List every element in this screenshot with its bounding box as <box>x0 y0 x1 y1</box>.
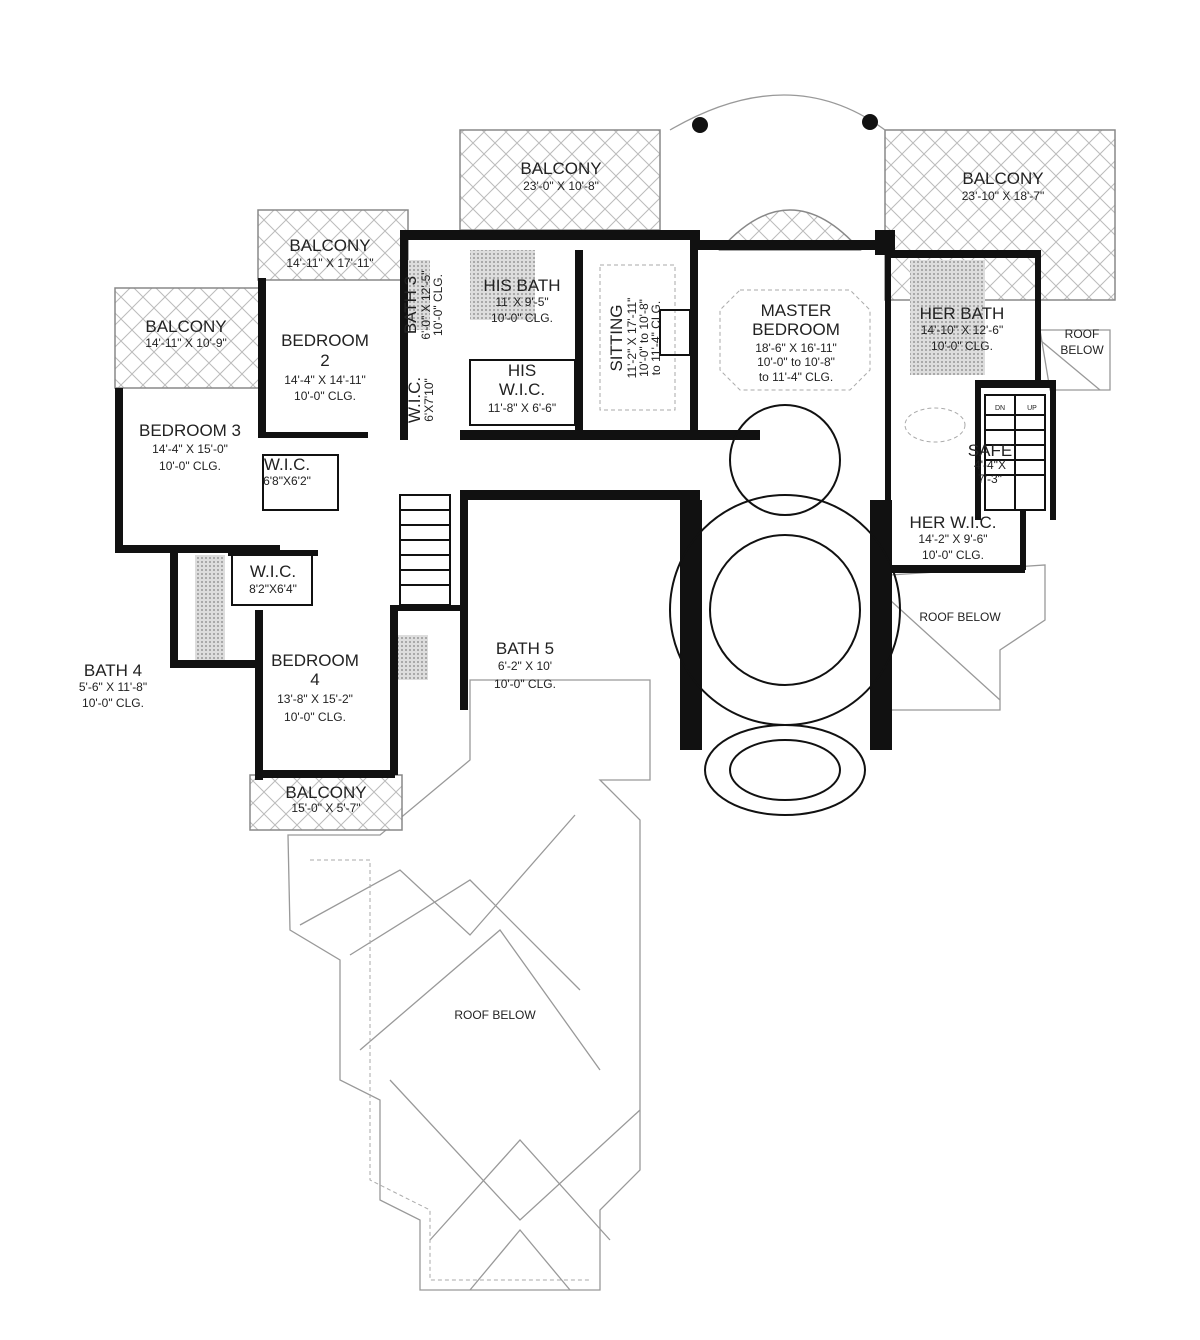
walls <box>115 230 1056 780</box>
svg-text:SITTING: SITTING <box>607 304 626 371</box>
svg-text:11'-2" X 17'-11": 11'-2" X 17'-11" <box>625 298 639 379</box>
grand-spiral-stair <box>669 404 901 816</box>
svg-text:BALCONY: BALCONY <box>962 169 1043 188</box>
label-roof-below-right: ROOF BELOW <box>919 610 1001 624</box>
svg-text:11'-8" X 6'-6": 11'-8" X 6'-6" <box>488 401 556 415</box>
svg-text:MASTER: MASTER <box>761 301 832 320</box>
svg-text:14'-2" X 9'-6": 14'-2" X 9'-6" <box>918 532 987 546</box>
svg-text:4'-4"X: 4'-4"X <box>974 458 1006 472</box>
svg-text:W.I.C.: W.I.C. <box>405 377 424 423</box>
label-her-bath: HER BATH 14'-10" X 12'-6" 10'-0" CLG. <box>920 304 1005 353</box>
svg-text:W.I.C.: W.I.C. <box>250 562 296 581</box>
svg-text:BALCONY: BALCONY <box>145 317 226 336</box>
upper-arc <box>669 94 886 131</box>
label-her-wic: HER W.I.C. 14'-2" X 9'-6" 10'-0" CLG. <box>910 513 997 562</box>
svg-text:BALCONY: BALCONY <box>520 159 601 178</box>
svg-text:BATH 5: BATH 5 <box>496 639 554 658</box>
svg-text:8'2"X6'4": 8'2"X6'4" <box>249 582 297 596</box>
svg-text:BELOW: BELOW <box>1060 343 1104 357</box>
svg-text:10'-0" to 10'-8": 10'-0" to 10'-8" <box>757 355 835 369</box>
label-safe: SAFE 4'-4"X 7'-3" <box>968 441 1012 486</box>
svg-text:14'-11" X 10'-9": 14'-11" X 10'-9" <box>145 336 227 350</box>
svg-text:SAFE: SAFE <box>968 441 1012 460</box>
svg-text:10'-0" CLG.: 10'-0" CLG. <box>159 459 221 473</box>
svg-text:BALCONY: BALCONY <box>285 783 366 802</box>
svg-text:10'-0" CLG.: 10'-0" CLG. <box>284 710 346 724</box>
label-bedroom-4: BEDROOM 4 13'-8" X 15'-2" 10'-0" CLG. <box>271 651 359 724</box>
label-bath-5: BATH 5 6'-2" X 10' 10'-0" CLG. <box>494 639 556 691</box>
svg-text:HIS BATH: HIS BATH <box>483 276 560 295</box>
svg-text:W.I.C.: W.I.C. <box>499 380 545 399</box>
safe-stair <box>984 394 1046 511</box>
svg-text:10'-0" CLG.: 10'-0" CLG. <box>294 389 356 403</box>
svg-text:14'-11" X 17'-11": 14'-11" X 17'-11" <box>286 256 373 270</box>
svg-text:4: 4 <box>310 670 319 689</box>
label-his-wic: HIS W.I.C. 11'-8" X 6'-6" <box>488 361 556 415</box>
balcony-bed2 <box>257 209 409 281</box>
label-master-bedroom: MASTER BEDROOM 18'-6" X 16'-11" 10'-0" t… <box>752 301 840 384</box>
stair-dn-label: DN <box>995 405 1005 412</box>
svg-text:BEDROOM: BEDROOM <box>281 331 369 350</box>
svg-text:BEDROOM 3: BEDROOM 3 <box>139 421 241 440</box>
svg-text:BEDROOM: BEDROOM <box>271 651 359 670</box>
roof-below-bottom <box>287 679 651 1291</box>
label-bath-4: BATH 4 5'-6" X 11'-8" 10'-0" CLG. <box>79 661 147 710</box>
svg-text:14'-10" X 12'-6": 14'-10" X 12'-6" <box>921 323 1003 337</box>
label-sitting: SITTING 11'-2" X 17'-11" 10'-0" to 10'-8… <box>607 298 663 379</box>
label-balcony-bottom: BALCONY 15'-0" X 5'-7" <box>285 783 366 815</box>
balcony-top-mid <box>459 129 661 231</box>
svg-text:6'X7'10": 6'X7'10" <box>422 378 436 422</box>
label-balcony-top-right: BALCONY 23'-10" X 18'-7" <box>962 169 1044 203</box>
label-roof-below-small: ROOF BELOW <box>1060 327 1104 357</box>
svg-text:6'-0" X 12'-5": 6'-0" X 12'-5" <box>419 270 433 339</box>
stair-up-label: UP <box>1027 405 1037 412</box>
svg-text:7'-3": 7'-3" <box>978 472 1002 486</box>
svg-text:23'-0" X 10'-8": 23'-0" X 10'-8" <box>523 179 599 193</box>
svg-text:10'-0" CLG.: 10'-0" CLG. <box>82 696 144 710</box>
label-bedroom-2: BEDROOM 2 14'-4" X 14'-11" 10'-0" CLG. <box>281 331 369 403</box>
svg-text:2: 2 <box>320 351 329 370</box>
svg-text:10'-0" CLG.: 10'-0" CLG. <box>431 274 445 336</box>
svg-text:HER BATH: HER BATH <box>920 304 1005 323</box>
label-wic-bed3: W.I.C. 6'8"X6'2" <box>263 455 311 488</box>
label-balcony-left: BALCONY 14'-11" X 10'-9" <box>145 317 227 350</box>
svg-text:14'-4" X 14'-11": 14'-4" X 14'-11" <box>284 373 366 387</box>
svg-text:5'-6" X 11'-8": 5'-6" X 11'-8" <box>79 680 147 694</box>
balcony-left <box>114 287 261 389</box>
label-bath-3: BATH 3 6'-0" X 12'-5" 10'-0" CLG. <box>401 270 445 339</box>
svg-text:18'-6" X 16'-11": 18'-6" X 16'-11" <box>755 341 837 355</box>
svg-text:HER W.I.C.: HER W.I.C. <box>910 513 997 532</box>
svg-text:BATH 3: BATH 3 <box>401 276 420 334</box>
label-balcony-bed2: BALCONY 14'-11" X 17'-11" <box>286 236 373 270</box>
svg-text:6'-2" X 10': 6'-2" X 10' <box>498 659 552 673</box>
svg-text:BATH 4: BATH 4 <box>84 661 142 680</box>
svg-text:W.I.C.: W.I.C. <box>264 455 310 474</box>
label-roof-below-bottom: ROOF BELOW <box>454 1008 536 1022</box>
label-bedroom-3: BEDROOM 3 14'-4" X 15'-0" 10'-0" CLG. <box>139 421 241 473</box>
svg-text:10'-0" CLG.: 10'-0" CLG. <box>491 311 553 325</box>
label-wic-bed4: W.I.C. 8'2"X6'4" <box>249 562 297 596</box>
label-balcony-top-mid: BALCONY 23'-0" X 10'-8" <box>520 159 601 193</box>
svg-text:10'-0" CLG.: 10'-0" CLG. <box>922 548 984 562</box>
svg-text:to 11'-4" CLG.: to 11'-4" CLG. <box>759 370 833 384</box>
main-stair <box>399 494 451 606</box>
svg-text:6'8"X6'2": 6'8"X6'2" <box>263 474 311 488</box>
svg-text:10'-0" to 10'-8": 10'-0" to 10'-8" <box>637 299 651 377</box>
svg-text:10'-0" CLG.: 10'-0" CLG. <box>931 339 993 353</box>
svg-text:BEDROOM: BEDROOM <box>752 320 840 339</box>
svg-text:HIS: HIS <box>508 361 536 380</box>
svg-text:10'-0" CLG.: 10'-0" CLG. <box>494 677 556 691</box>
svg-text:11' X 9'-5": 11' X 9'-5" <box>495 295 548 309</box>
svg-text:ROOF: ROOF <box>1065 327 1100 341</box>
svg-text:15'-0" X 5'-7": 15'-0" X 5'-7" <box>291 801 360 815</box>
svg-text:to 11'-4" CLG.: to 11'-4" CLG. <box>649 301 663 375</box>
svg-text:13'-8" X 15'-2": 13'-8" X 15'-2" <box>277 692 353 706</box>
svg-text:23'-10" X 18'-7": 23'-10" X 18'-7" <box>962 189 1044 203</box>
svg-text:14'-4" X 15'-0": 14'-4" X 15'-0" <box>152 442 228 456</box>
label-wic-bed2: W.I.C. 6'X7'10" <box>405 377 436 423</box>
label-his-bath: HIS BATH 11' X 9'-5" 10'-0" CLG. <box>483 276 560 325</box>
svg-text:BALCONY: BALCONY <box>289 236 370 255</box>
